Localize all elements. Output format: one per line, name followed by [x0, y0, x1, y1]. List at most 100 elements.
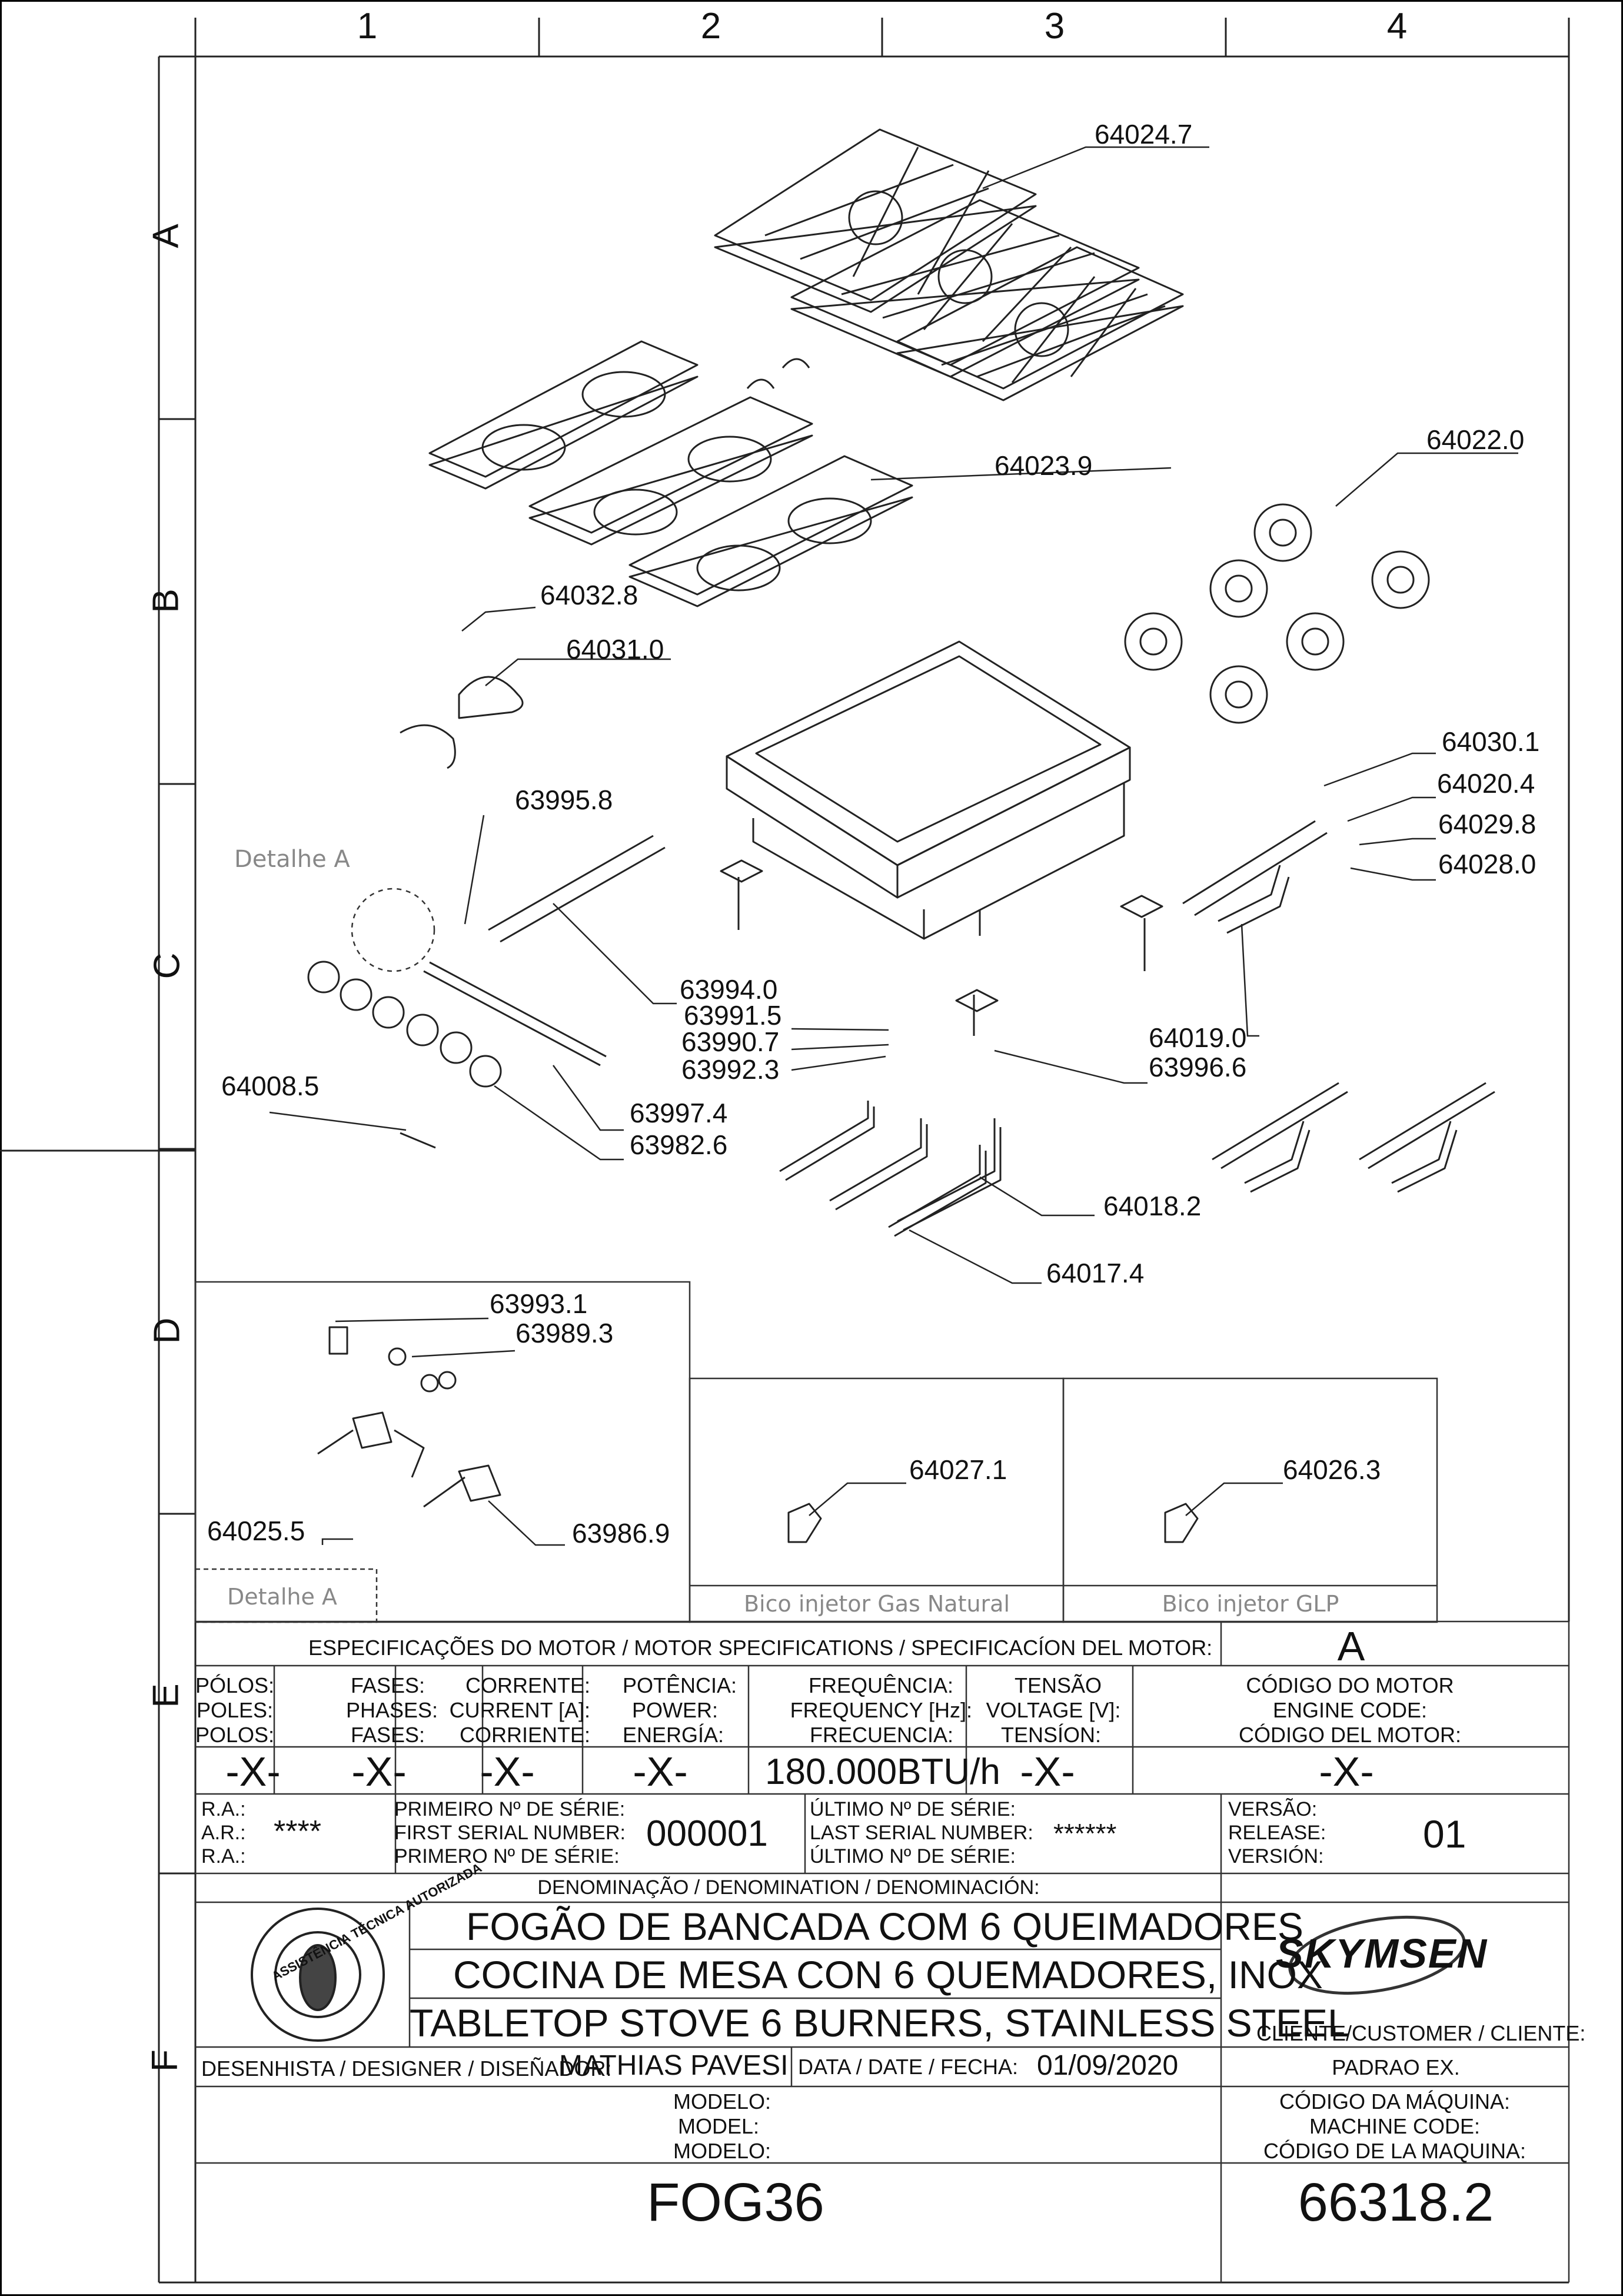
part-label: 64008.5	[221, 1071, 320, 1101]
valve-knob-illustrations	[307, 835, 666, 1088]
serial-label: A.R.:	[201, 1822, 246, 1844]
spec-value-power: -X-	[633, 1749, 688, 1795]
spec-value-current: -X-	[480, 1749, 535, 1795]
serial-label: FIRST SERIAL NUMBER:	[394, 1822, 626, 1844]
nozzle-glp-caption: Bico injetor GLP	[1162, 1591, 1339, 1617]
spec-label: CÓDIGO DEL MOTOR:	[1238, 1723, 1462, 1747]
detail-a-caption: Detalhe A	[227, 1584, 337, 1610]
grid-row-f: F	[144, 2049, 185, 2072]
part-label: 63986.9	[572, 1518, 670, 1549]
part-label: 64032.8	[540, 580, 638, 610]
spec-label: TENSÍON:	[1000, 1723, 1102, 1747]
date-value: 01/09/2020	[1037, 2050, 1179, 2081]
authorized-service-seal	[251, 1908, 385, 2042]
model-label: MODELO:	[673, 2089, 771, 2114]
spec-value-voltage: -X-	[1020, 1749, 1075, 1795]
part-label: 63989.3	[515, 1318, 614, 1348]
grid-row-e: E	[145, 1683, 187, 1708]
version-label: RELEASE:	[1228, 1822, 1326, 1844]
part-label: 63994.0	[680, 974, 778, 1005]
spec-label: FREQUÊNCIA:	[808, 1673, 953, 1697]
machine-code-label: CÓDIGO DE LA MAQUINA:	[1263, 2139, 1526, 2163]
revision-letter: A	[1337, 1623, 1365, 1669]
machine-code-value: 66318.2	[1298, 2172, 1494, 2232]
spec-label: PHASES:	[345, 1698, 438, 1722]
serial-label: ÚLTIMO Nº DE SÉRIE:	[810, 1845, 1016, 1868]
spec-label: CURRENT [A]:	[449, 1698, 590, 1722]
machine-code-label: MACHINE CODE:	[1309, 2114, 1481, 2138]
spec-value-poles: -X-	[225, 1749, 281, 1795]
spec-label: FASES:	[350, 1673, 425, 1697]
serial-label: R.A.:	[201, 1798, 246, 1820]
part-label: 64019.0	[1149, 1022, 1247, 1053]
model-label: MODEL:	[677, 2114, 759, 2138]
part-label: 64024.7	[1095, 119, 1193, 149]
model-value: FOG36	[647, 2172, 824, 2232]
nozzle-illustrations	[787, 1503, 1199, 1543]
part-label: 64027.1	[909, 1454, 1007, 1485]
spec-label: CÓDIGO DO MOTOR	[1246, 1673, 1454, 1697]
spec-label: TENSÃO	[1014, 1673, 1102, 1697]
part-label: 63982.6	[630, 1129, 728, 1160]
part-label: 63993.1	[490, 1288, 588, 1319]
spec-value-frequency: 180.000BTU/h	[765, 1752, 1000, 1792]
part-label: 64031.0	[566, 634, 664, 664]
spec-label: FREQUENCY [Hz]:	[790, 1698, 972, 1722]
serial-label: ÚLTIMO Nº DE SÉRIE:	[810, 1798, 1016, 1820]
part-label: 63990.7	[681, 1026, 780, 1057]
part-label: 64023.9	[995, 450, 1093, 481]
grid-row-d: D	[147, 1317, 188, 1344]
grid-col-4: 4	[1386, 6, 1408, 46]
burner-illustrations	[1124, 503, 1430, 724]
serial-label: PRIMEIRO Nº DE SÉRIE:	[394, 1798, 626, 1820]
version-label: VERSIÓN:	[1228, 1845, 1324, 1868]
last-serial-value: ******	[1053, 1818, 1117, 1849]
part-label: 63997.4	[630, 1098, 728, 1128]
spec-value-phases: -X-	[351, 1749, 407, 1795]
version-label: VERSÃO:	[1228, 1798, 1318, 1820]
part-label: 64017.4	[1046, 1258, 1145, 1288]
spec-label: ENERGÍA:	[622, 1723, 724, 1747]
spec-label: PÓLOS:	[195, 1673, 275, 1697]
spec-label: POLES:	[196, 1698, 274, 1722]
spec-value-engine-code: -X-	[1319, 1749, 1374, 1795]
part-label: 63995.8	[515, 785, 613, 815]
serial-label: PRIMERO Nº DE SÉRIE:	[394, 1845, 620, 1868]
chassis-illustration	[720, 640, 1163, 1036]
grate-illustration	[714, 128, 1184, 401]
spec-label: FRECUENCIA:	[809, 1723, 953, 1747]
spec-label: CORRIENTE:	[459, 1723, 590, 1747]
version-value: 01	[1423, 1812, 1466, 1856]
spec-label: POTÊNCIA:	[622, 1673, 737, 1697]
thermocouple-illustrations	[400, 1101, 1002, 1237]
grid-row-b: B	[145, 589, 187, 613]
brand-logo-text: SKYMSEN	[1276, 1930, 1488, 1976]
part-label: 64029.8	[1438, 809, 1536, 839]
machine-code-label: CÓDIGO DA MÁQUINA:	[1279, 2089, 1511, 2114]
part-label: 64018.2	[1103, 1191, 1202, 1221]
part-label: 63996.6	[1149, 1052, 1247, 1082]
part-label: 64020.4	[1437, 768, 1535, 799]
drip-tray-illustration	[428, 340, 913, 607]
nozzle-natural-caption: Bico injetor Gas Natural	[743, 1591, 1010, 1617]
denomination-label: DENOMINAÇÃO / DENOMINATION / DENOMINACIÓ…	[537, 1876, 1040, 1899]
part-label: 64030.1	[1442, 726, 1540, 757]
spec-label: POWER:	[631, 1698, 718, 1722]
product-name-es: COCINA DE MESA CON 6 QUEMADORES, INOX	[453, 1953, 1323, 1996]
spec-label: POLOS:	[195, 1723, 275, 1747]
spec-label: CORRENTE:	[465, 1673, 590, 1697]
designer-value: MATHIAS PAVESI	[559, 2050, 789, 2081]
spec-header: ESPECIFICAÇÕES DO MOTOR / MOTOR SPECIFIC…	[308, 1636, 1213, 1660]
detail-a-illustrations	[317, 1326, 501, 1508]
spec-label: ENGINE CODE:	[1272, 1698, 1428, 1722]
ra-value: ****	[274, 1815, 321, 1849]
serial-label: LAST SERIAL NUMBER:	[810, 1822, 1033, 1844]
date-label: DATA / DATE / FECHA:	[798, 2055, 1019, 2079]
part-label: 63992.3	[681, 1054, 780, 1085]
client-value: PADRAO EX.	[1332, 2055, 1460, 2079]
part-label: 64028.0	[1438, 849, 1536, 879]
grid-col-1: 1	[357, 6, 378, 46]
grid-row-a: A	[145, 224, 187, 248]
detail-a-callout: Detalhe A	[234, 846, 350, 873]
